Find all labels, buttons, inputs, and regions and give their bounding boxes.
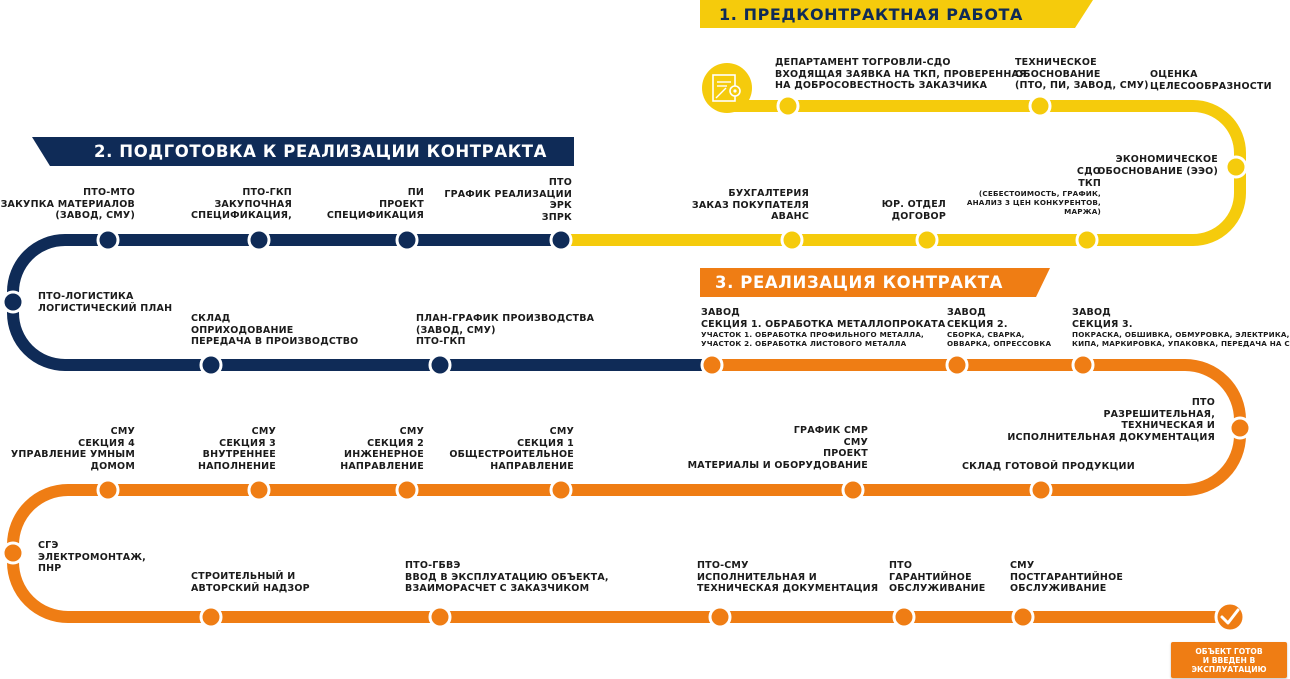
stop-zavod1 — [700, 353, 724, 377]
banner-stage3-bg — [700, 268, 1050, 297]
stops-stage1 — [776, 94, 1248, 252]
stop-smu1 — [549, 478, 573, 502]
stop-zavod2 — [945, 353, 969, 377]
stop-gkp — [247, 228, 271, 252]
stops-stage2 — [1, 228, 573, 377]
stop-pi — [395, 228, 419, 252]
stop-grafik-smr — [841, 478, 865, 502]
stop-smu2 — [395, 478, 419, 502]
stop-gbvz — [428, 605, 452, 629]
stop-sdo — [1075, 228, 1099, 252]
stops-stage3 — [1, 353, 1252, 629]
stop-sklad — [199, 353, 223, 377]
stop-econ — [1224, 155, 1248, 179]
stop-yur — [915, 228, 939, 252]
stop-smu3 — [247, 478, 271, 502]
stop-nadzor — [199, 605, 223, 629]
track-stage3 — [7, 359, 1246, 623]
stop-smu4 — [96, 478, 120, 502]
stop-logist — [1, 290, 25, 314]
stop-sge — [1, 541, 25, 565]
stop-tech — [1028, 94, 1052, 118]
stop-dept — [776, 94, 800, 118]
label-plan: ПЛАН-ГРАФИК ПРОИЗВОДСТВА(ЗАВОД, СМУ)ПТО-… — [416, 313, 595, 348]
stop-plan — [428, 353, 452, 377]
stop-mto — [96, 228, 120, 252]
stop-pto-grafik — [549, 228, 573, 252]
stop-zavod3 — [1071, 353, 1095, 377]
stop-pto-garant — [892, 605, 916, 629]
banner-stage2-bg — [32, 137, 574, 166]
banner-stage1: 1. ПРЕДКОНТРАКТНАЯ РАБОТА — [719, 5, 1024, 24]
stop-sklad-gp — [1029, 478, 1053, 502]
stop-buh — [780, 228, 804, 252]
banner-stage1-bg — [700, 0, 1093, 28]
stop-pto-docs — [1228, 416, 1252, 440]
document-gear-icon — [702, 63, 752, 113]
label-sklad-gp: СКЛАД ГОТОВОЙ ПРОДУКЦИИ — [962, 461, 1135, 472]
stop-smu-postgarant — [1011, 605, 1035, 629]
banner-stage2: 2. ПОДГОТОВКА К РЕАЛИЗАЦИИ КОНТРАКТА — [94, 142, 548, 161]
stop-pto-smu — [708, 605, 732, 629]
banner-stage3: 3. РЕАЛИЗАЦИЯ КОНТРАКТА — [715, 273, 1003, 292]
checkmark-icon — [1214, 601, 1246, 633]
